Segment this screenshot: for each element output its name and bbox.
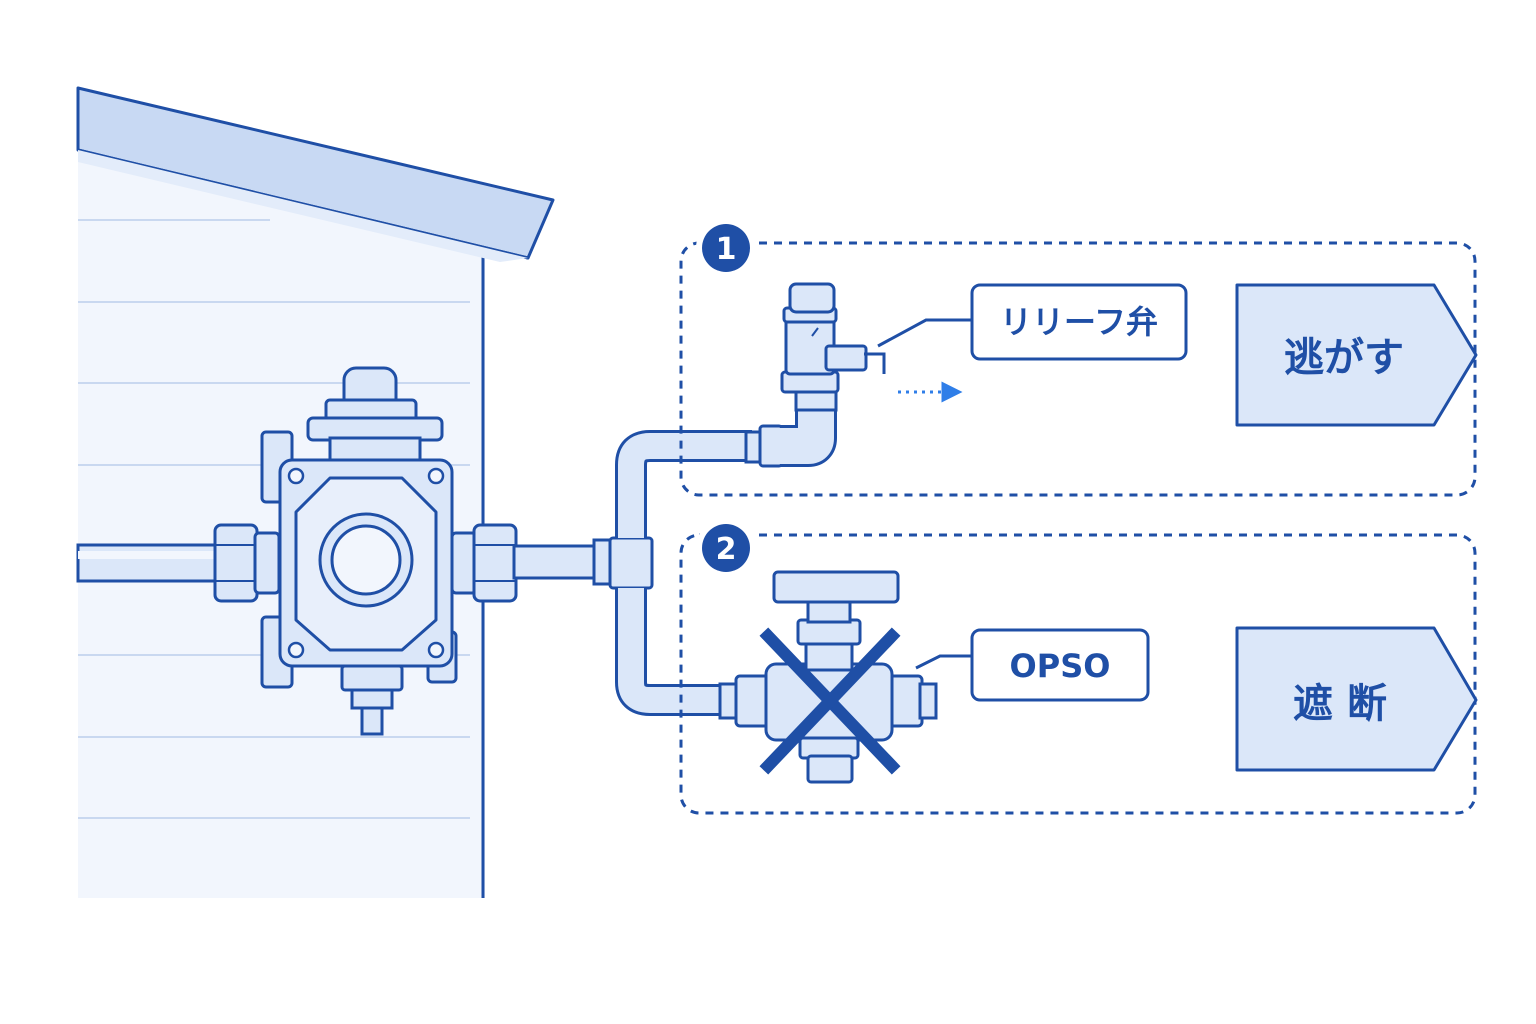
release-action-label: 逃がす	[1284, 335, 1404, 381]
branch-pipe-lower	[615, 588, 724, 716]
inlet-pipe	[76, 523, 281, 603]
relief-valve-label-box	[970, 283, 1188, 361]
pressure-regulator	[260, 366, 458, 736]
shutoff-cross-icon	[759, 627, 901, 775]
relief-valve-label: リリーフ弁	[1000, 303, 1158, 341]
branch-pipe-upper	[615, 424, 784, 538]
opso-valve	[718, 570, 938, 784]
step-2-badge	[702, 524, 750, 572]
step-1-number: 1	[716, 232, 737, 267]
step-2-panel: 2 OPSO 遮 断	[679, 518, 1478, 815]
relief-valve	[780, 282, 886, 467]
opso-label: OPSO	[1010, 647, 1111, 685]
step-1-badge	[702, 224, 750, 272]
roof-eave	[76, 86, 555, 262]
step-1-panel: 1 リリーフ弁 逃がす	[679, 218, 1478, 497]
opso-leader-line	[915, 654, 972, 670]
tee-fitting	[608, 536, 654, 590]
shutoff-action-arrow	[1235, 626, 1478, 772]
relief-valve-leader-line	[877, 318, 972, 348]
outlet-pipe	[450, 523, 614, 603]
opso-label-box	[970, 628, 1150, 702]
shutoff-action-label: 遮 断	[1293, 681, 1387, 727]
release-action-arrow	[1235, 283, 1478, 427]
step-2-number: 2	[716, 532, 737, 567]
